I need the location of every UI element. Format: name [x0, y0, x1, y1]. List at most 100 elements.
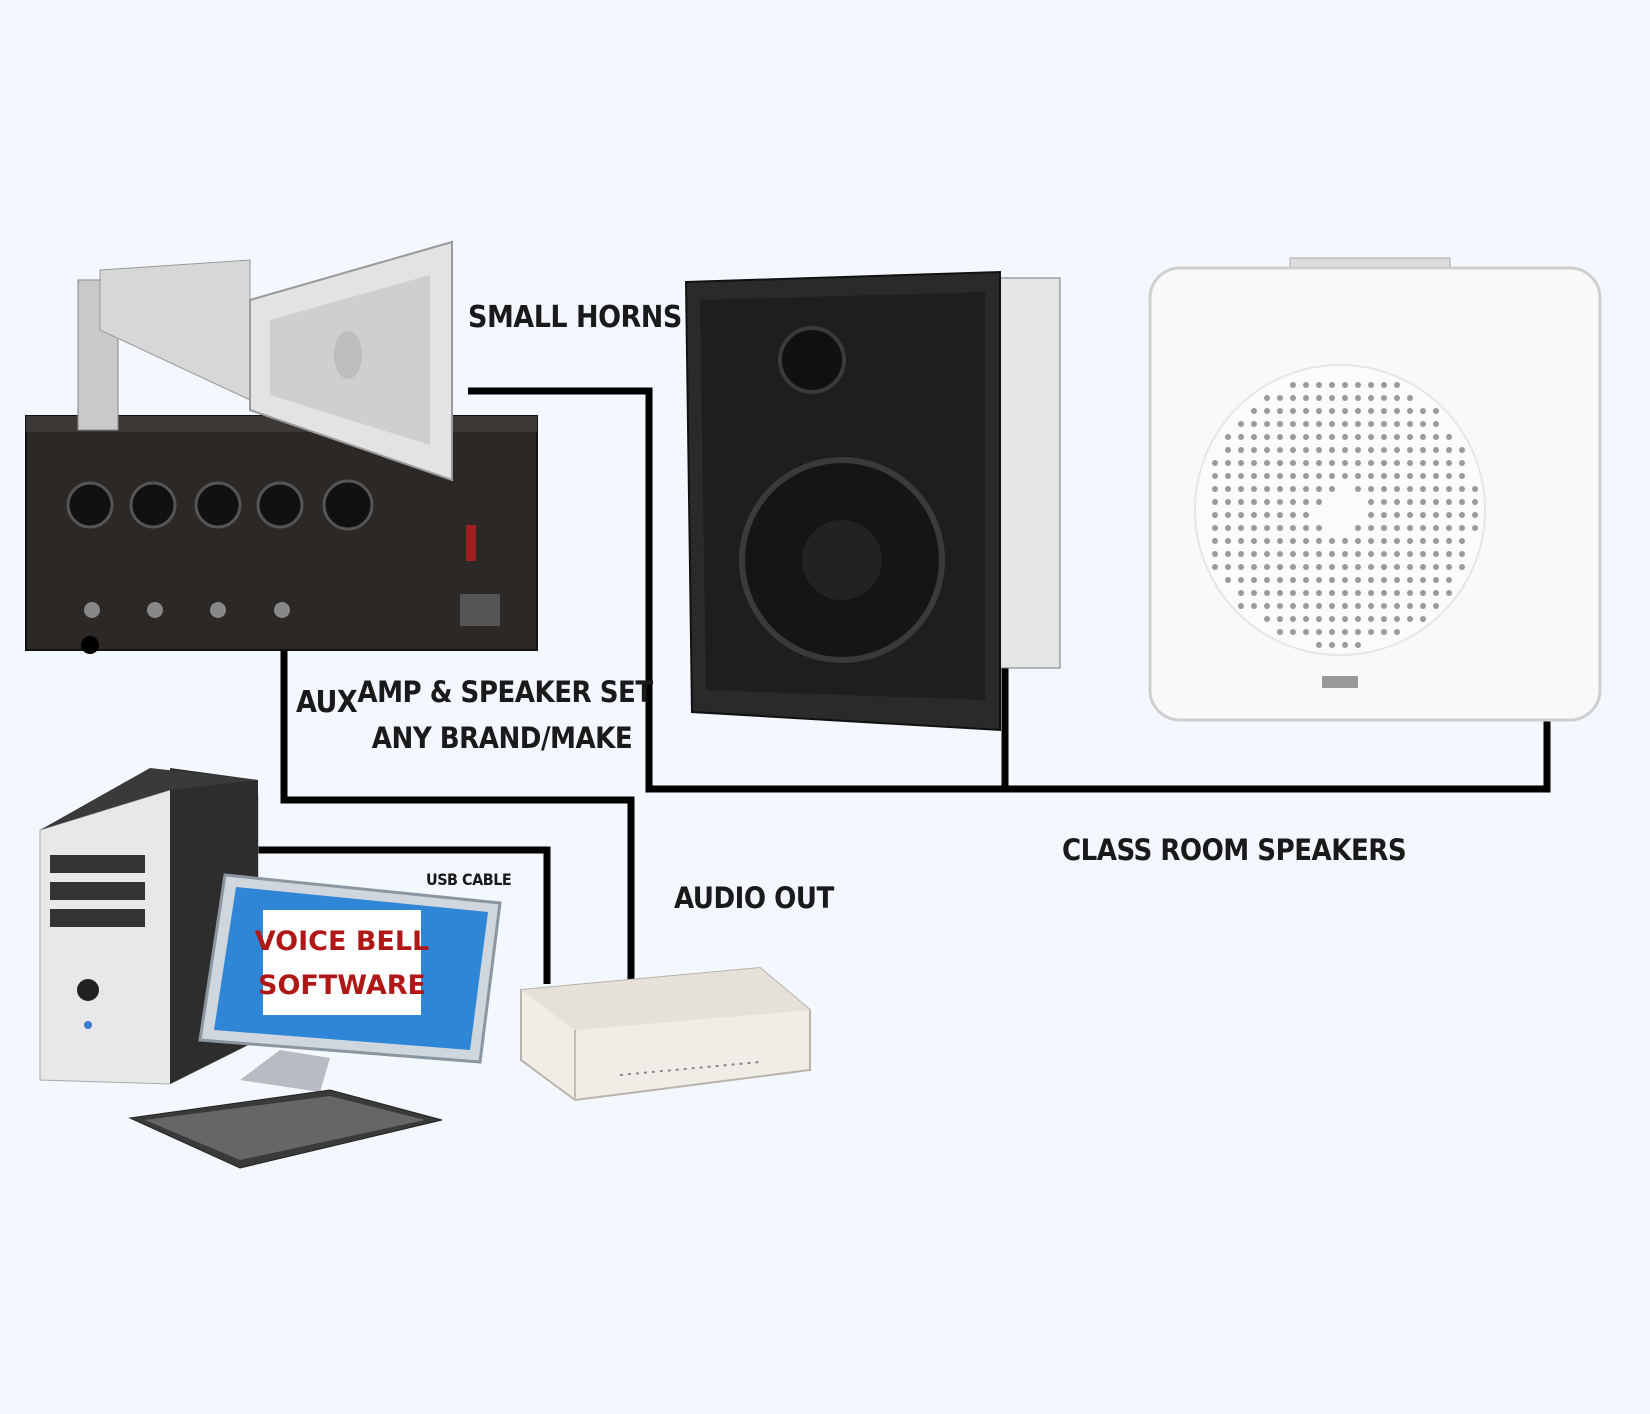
grille-dot	[1238, 603, 1244, 609]
grille-dot	[1277, 590, 1283, 596]
grille-dot	[1342, 434, 1348, 440]
grille-dot	[1433, 421, 1439, 427]
grille-dot	[1264, 395, 1270, 401]
grille-dot	[1394, 421, 1400, 427]
grille-dot	[1420, 603, 1426, 609]
grille-dot	[1264, 408, 1270, 414]
grille-dot	[1303, 382, 1309, 388]
grille-dot	[1238, 564, 1244, 570]
grille-dot	[1264, 603, 1270, 609]
grille-dot	[1329, 434, 1335, 440]
grille-dot	[1303, 616, 1309, 622]
grille-dot	[1381, 434, 1387, 440]
grille-dot	[1342, 473, 1348, 479]
grille-dot	[1446, 564, 1452, 570]
grille-dot	[1407, 603, 1413, 609]
grille-dot	[1290, 564, 1296, 570]
grille-dot	[1394, 590, 1400, 596]
grille-dot	[1212, 486, 1218, 492]
grille-dot	[1329, 447, 1335, 453]
amp-jacks	[84, 602, 290, 618]
grille-dot	[1459, 499, 1465, 505]
grille-dot	[1212, 551, 1218, 557]
grille-dot	[1407, 447, 1413, 453]
grille-dot	[1381, 564, 1387, 570]
grille-dot	[1459, 473, 1465, 479]
grille-dot	[1238, 577, 1244, 583]
grille-dot	[1264, 551, 1270, 557]
grille-dot	[1459, 460, 1465, 466]
grille-dot	[1212, 525, 1218, 531]
grille-dot	[1264, 460, 1270, 466]
grille-dot	[1355, 525, 1361, 531]
grille-dot	[1407, 538, 1413, 544]
grille-dot	[1459, 447, 1465, 453]
amplifier	[25, 415, 538, 654]
grille-dot	[1251, 499, 1257, 505]
grille-dot	[1264, 434, 1270, 440]
grille-dot	[1446, 499, 1452, 505]
grille-dot	[1433, 447, 1439, 453]
grille-dot	[1394, 512, 1400, 518]
grille-dot	[1342, 564, 1348, 570]
grille-dot	[1316, 499, 1322, 505]
grille-dot	[1355, 590, 1361, 596]
grille-dot	[1368, 486, 1374, 492]
grille-dot	[1290, 473, 1296, 479]
grille-dot	[1329, 577, 1335, 583]
grille-dot	[1277, 512, 1283, 518]
grille-dot	[1238, 434, 1244, 440]
grille-dot	[1407, 486, 1413, 492]
grille-dot	[1355, 577, 1361, 583]
grille-dot	[1329, 382, 1335, 388]
grille-dot	[1290, 603, 1296, 609]
grille-dot	[1420, 499, 1426, 505]
grille-dot	[1368, 499, 1374, 505]
grille-dot	[1355, 642, 1361, 648]
grille-dot	[1303, 486, 1309, 492]
grille-dot	[1290, 486, 1296, 492]
grille-dot	[1251, 538, 1257, 544]
grille-dot	[1342, 460, 1348, 466]
grille-dot	[1368, 434, 1374, 440]
grille-dot	[1290, 512, 1296, 518]
grille-dot	[1381, 499, 1387, 505]
grille-dot	[1329, 408, 1335, 414]
grille-dot	[1433, 408, 1439, 414]
grille-dot	[1277, 408, 1283, 414]
grille-dot	[1316, 447, 1322, 453]
grille-dot	[1329, 421, 1335, 427]
grille-dot	[1225, 551, 1231, 557]
grille-dot	[1212, 460, 1218, 466]
label-small-horns: SMALL HORNS	[468, 300, 682, 335]
grille-dot	[1355, 382, 1361, 388]
grille-dot	[1459, 564, 1465, 570]
grille-dot	[1277, 551, 1283, 557]
grille-dot	[1433, 564, 1439, 570]
grille-dot	[1433, 434, 1439, 440]
grille-dot	[1290, 629, 1296, 635]
grille-dot	[1303, 473, 1309, 479]
grille-dot	[1381, 447, 1387, 453]
grille-dot	[1433, 486, 1439, 492]
grille-dot	[1277, 499, 1283, 505]
grille-dot	[1277, 577, 1283, 583]
grille-dot	[1407, 421, 1413, 427]
grille-dot	[1264, 564, 1270, 570]
grille-dot	[1316, 395, 1322, 401]
grille-dot	[1212, 564, 1218, 570]
grille-dot	[1381, 486, 1387, 492]
grille-dot	[1316, 421, 1322, 427]
grille-dot	[1433, 551, 1439, 557]
grille-dot	[1446, 525, 1452, 531]
grille-dot	[1251, 603, 1257, 609]
grille-dot	[1225, 512, 1231, 518]
grille-dot	[1342, 629, 1348, 635]
grille-dot	[1290, 551, 1296, 557]
grille-dot	[1355, 421, 1361, 427]
grille-dot	[1290, 460, 1296, 466]
grille-dot	[1446, 577, 1452, 583]
grille-dot	[1212, 499, 1218, 505]
grille-dot	[1355, 473, 1361, 479]
grille-dot	[1264, 447, 1270, 453]
